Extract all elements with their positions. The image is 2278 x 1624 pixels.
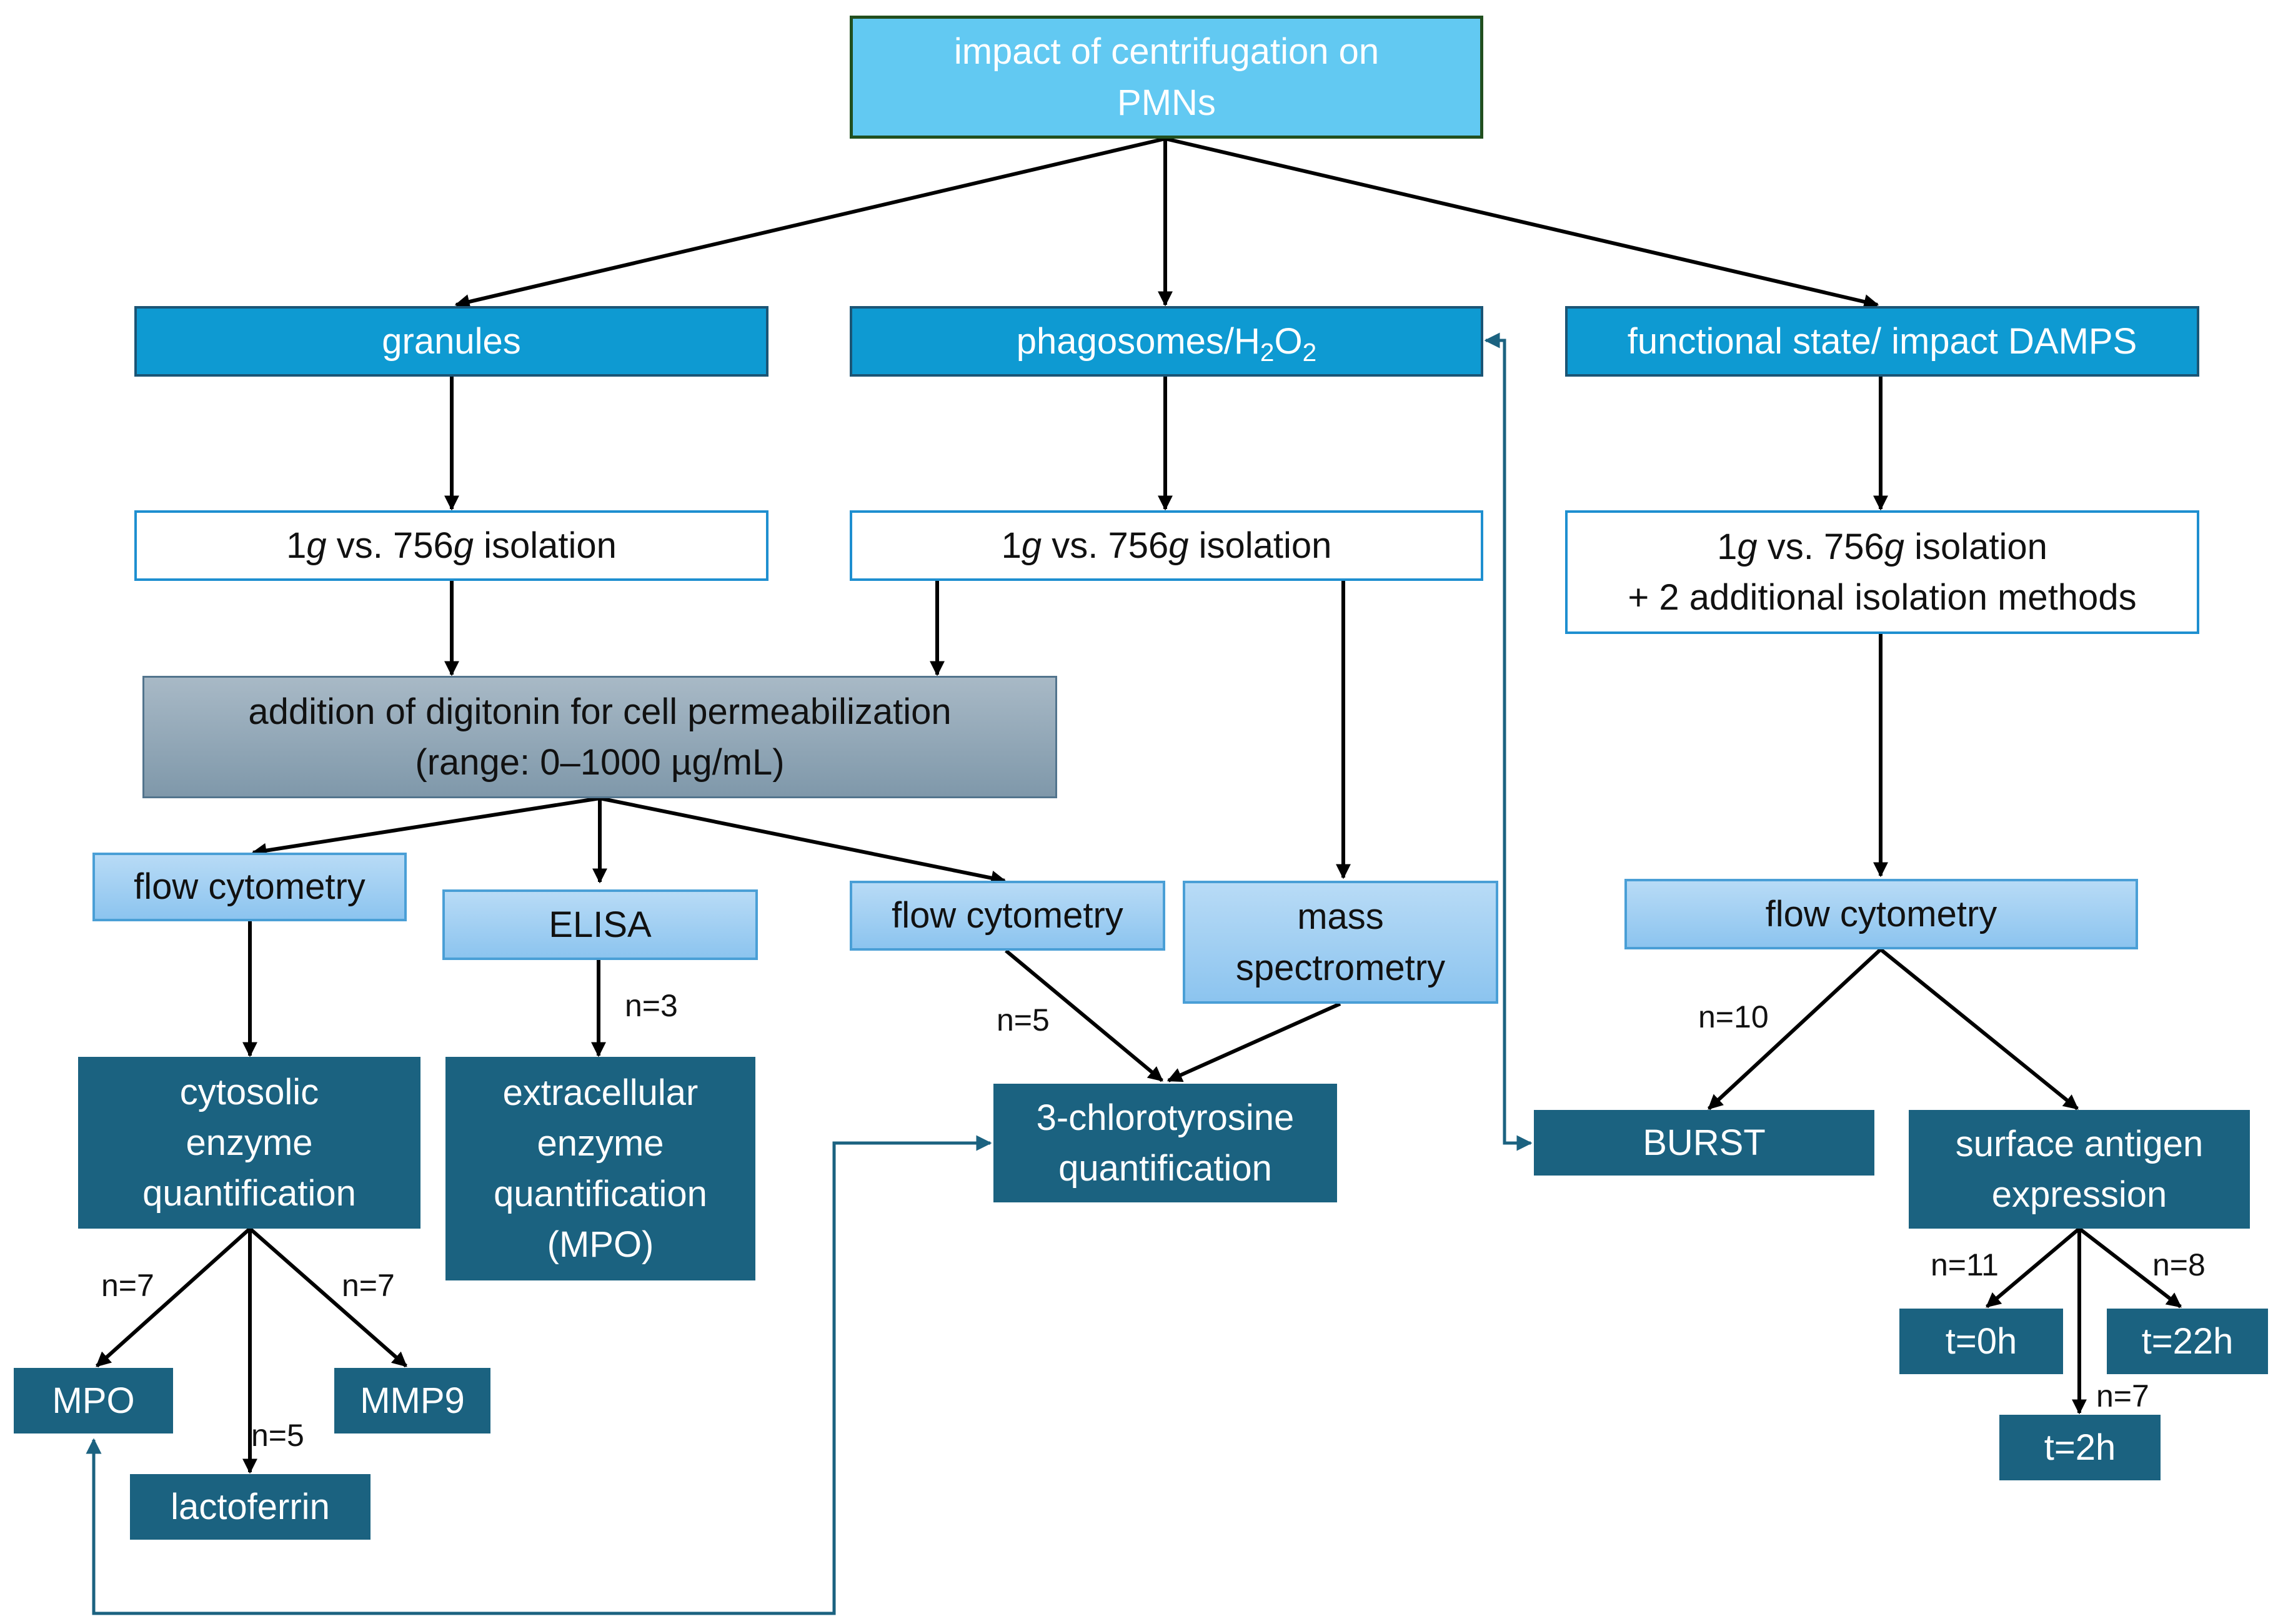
flow-cytometry-node-functional: flow cytometry — [1624, 879, 2138, 949]
arrow-flow-mid-chlorotyrosine — [1005, 949, 1163, 1082]
chlorotyrosine-node: 3-chlorotyrosine quantification — [993, 1084, 1337, 1202]
digitonin-line-2: (range: 0–1000 µg/mL) — [415, 742, 785, 783]
elisa-label: ELISA — [549, 904, 652, 945]
root-line-1: impact of centrifugation on — [953, 31, 1380, 72]
isolation-extra-methods: + 2 additional isolation methods — [1628, 577, 2137, 618]
elisa-node: ELISA — [442, 889, 758, 960]
cytosolic-enzyme-node: cytosolic enzyme quantification — [78, 1057, 420, 1229]
n-label-t2: n=7 — [2096, 1379, 2149, 1414]
arrow-surface-t22 — [2078, 1227, 2182, 1309]
feedback-arrow-burst-to-phagosomes — [1484, 332, 1533, 1151]
mass-spectrometry-node: mass spectrometry — [1183, 881, 1498, 1004]
chlorotyrosine-line-1: 3-chlorotyrosine — [1036, 1097, 1295, 1138]
arrow-root-granules — [454, 137, 1166, 309]
n-label-lactoferrin: n=5 — [251, 1418, 304, 1453]
lactoferrin-node: lactoferrin — [130, 1474, 371, 1540]
t0-label: t=0h — [1945, 1320, 2017, 1362]
n-label-flow-functional: n=10 — [1698, 999, 1769, 1034]
isolation-node-functional: 1g vs. 756g isolation + 2 additional iso… — [1565, 510, 2199, 634]
isolation-label-functional: 1g vs. 756g isolation — [1717, 526, 2047, 567]
mass-line-1: mass — [1297, 896, 1384, 938]
chlorotyrosine-line-2: quantification — [1058, 1148, 1272, 1189]
flow-cytometry-label-functional: flow cytometry — [1765, 893, 1997, 934]
n-label-t0: n=11 — [1931, 1247, 1999, 1282]
burst-node: BURST — [1534, 1110, 1874, 1176]
mass-line-2: spectrometry — [1235, 947, 1446, 988]
root-line-2: PMNs — [1117, 82, 1216, 123]
phagosomes-node: phagosomes/H2O2 — [850, 306, 1483, 377]
mpo-label: MPO — [52, 1380, 135, 1421]
flow-cytometry-node-granules: flow cytometry — [92, 853, 407, 921]
extracellular-enzyme-node: extracellular enzyme quantification (MPO) — [445, 1057, 755, 1280]
t2-node: t=2h — [1999, 1415, 2161, 1480]
extracellular-line-1: extracellular — [502, 1072, 699, 1113]
arrow-digitonin-flow-left — [251, 796, 600, 858]
n-label-mmp9: n=7 — [342, 1268, 395, 1303]
isolation-node-granules: 1g vs. 756g isolation — [134, 510, 768, 581]
flow-cytometry-label-granules: flow cytometry — [134, 866, 366, 908]
lactoferrin-label: lactoferrin — [171, 1486, 330, 1527]
arrow-flow-right-surface — [1879, 948, 2079, 1111]
burst-label: BURST — [1643, 1122, 1766, 1163]
n-label-t22: n=8 — [2152, 1247, 2206, 1282]
isolation-label-phagosomes: 1g vs. 756g isolation — [1001, 525, 1332, 566]
arrow-digitonin-flow-mid — [599, 796, 1007, 886]
t0-node: t=0h — [1899, 1309, 2063, 1374]
surface-line-1: surface antigen — [1955, 1123, 2204, 1164]
surface-line-2: expression — [1991, 1174, 2167, 1215]
feedback-arrow-mpo-to-chlorotyrosine — [86, 1135, 992, 1615]
t22-label: t=22h — [2141, 1320, 2234, 1362]
digitonin-line-1: addition of digitonin for cell permeabil… — [248, 691, 952, 732]
n-label-elisa: n=3 — [625, 988, 678, 1023]
flow-cytometry-node-phagosomes: flow cytometry — [850, 881, 1165, 951]
cytosolic-line-1: cytosolic — [179, 1071, 319, 1112]
root-node: impact of centrifugation on PMNs — [850, 16, 1483, 139]
arrow-flow-right-burst — [1707, 948, 1883, 1111]
arrow-mass-chlorotyrosine — [1166, 1002, 1341, 1082]
granules-label: granules — [382, 320, 521, 362]
phagosomes-label: phagosomes/H2O2 — [1016, 320, 1317, 367]
flow-cytometry-label-phagosomes: flow cytometry — [892, 895, 1123, 936]
mpo-node: MPO — [14, 1368, 173, 1433]
isolation-node-phagosomes: 1g vs. 756g isolation — [850, 510, 1483, 581]
arrow-root-functional — [1165, 137, 1879, 309]
mmp9-node: MMP9 — [334, 1368, 490, 1433]
t22-node: t=22h — [2107, 1309, 2268, 1374]
surface-antigen-node: surface antigen expression — [1909, 1110, 2250, 1229]
extracellular-line-2: enzyme — [537, 1122, 664, 1164]
extracellular-line-3: quantification — [494, 1174, 707, 1214]
functional-state-node: functional state/ impact DAMPS — [1565, 306, 2199, 377]
n-label-mpo: n=7 — [101, 1268, 154, 1303]
granules-node: granules — [134, 306, 768, 377]
isolation-label-granules: 1g vs. 756g isolation — [286, 525, 617, 566]
cytosolic-line-3: quantification — [142, 1173, 356, 1214]
arrow-surface-t0 — [1986, 1227, 2081, 1309]
digitonin-node: addition of digitonin for cell permeabil… — [142, 676, 1057, 798]
t2-label: t=2h — [2044, 1427, 2116, 1468]
extracellular-line-4: (MPO) — [547, 1224, 654, 1265]
functional-state-label: functional state/ impact DAMPS — [1627, 320, 2137, 362]
n-label-flow-chlorotyrosine: n=5 — [997, 1003, 1050, 1037]
cytosolic-line-2: enzyme — [186, 1122, 313, 1163]
mmp9-label: MMP9 — [360, 1380, 465, 1421]
